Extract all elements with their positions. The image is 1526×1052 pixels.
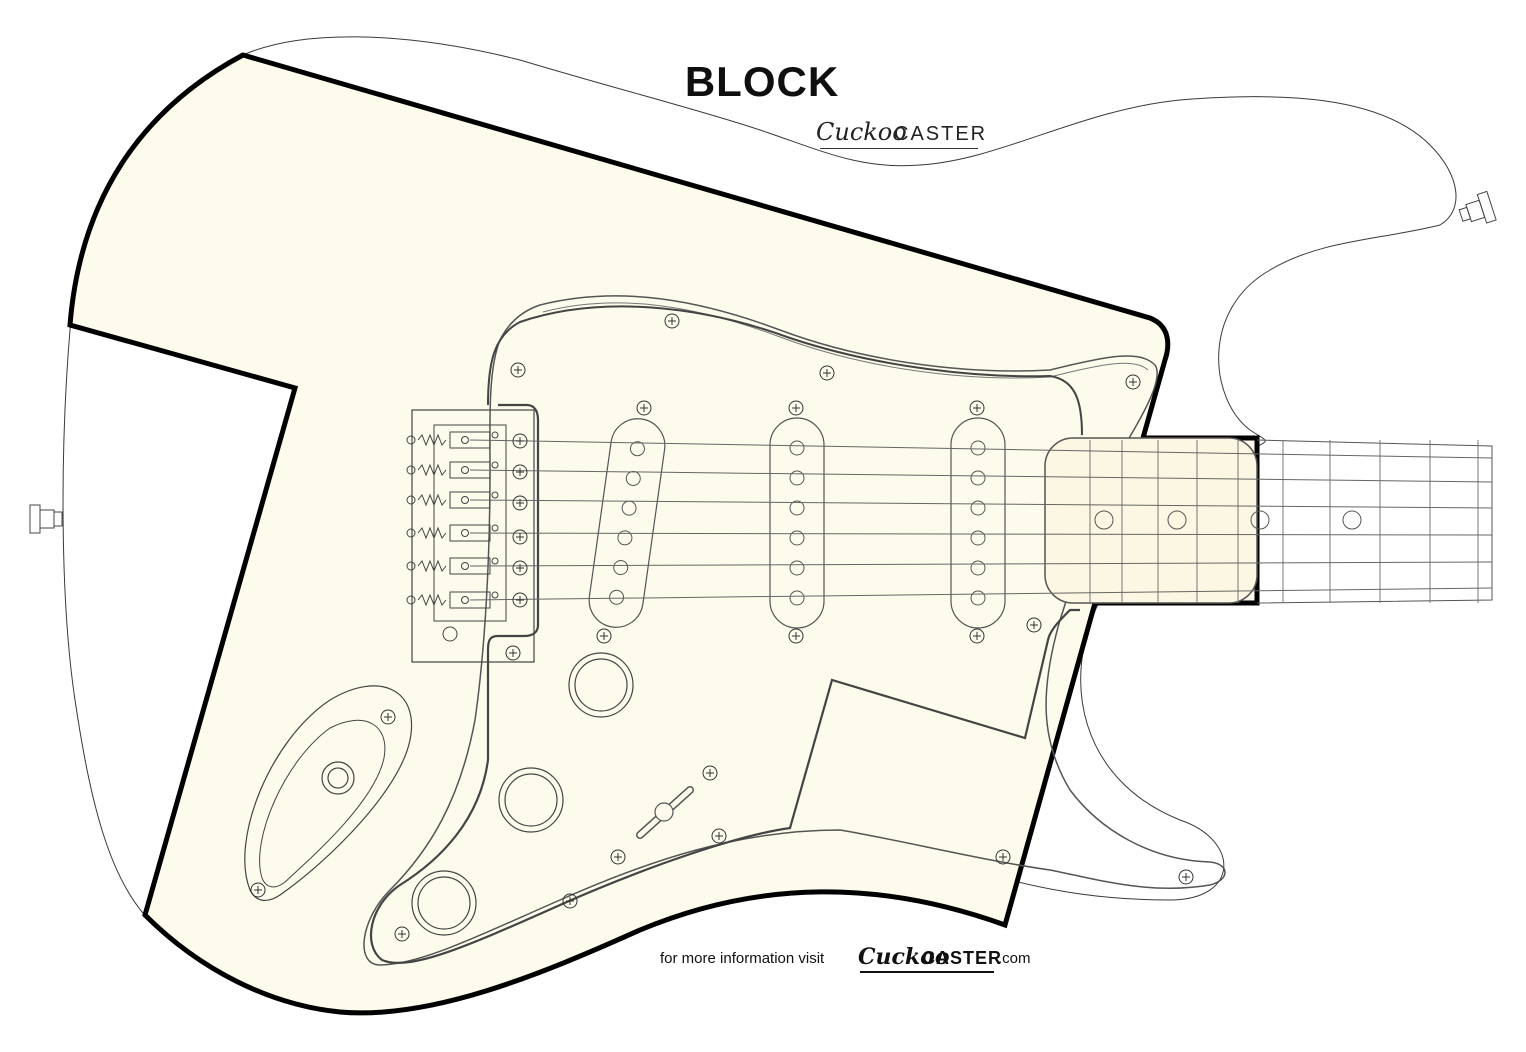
screws xyxy=(250,313,1194,942)
screw-icon xyxy=(788,628,804,644)
screw-icon xyxy=(512,433,528,449)
footer-suffix: .com xyxy=(998,950,1031,967)
strap-button-icon xyxy=(29,504,63,534)
pickguard-edge-cut xyxy=(369,403,1080,964)
screw-icon xyxy=(1125,374,1141,390)
brand-caps: CASTER xyxy=(894,123,988,145)
neck-heel xyxy=(1044,437,1258,604)
fret-dots xyxy=(1094,510,1362,530)
string xyxy=(469,561,1493,567)
screw-icon xyxy=(995,849,1011,865)
screw-icon xyxy=(505,645,521,661)
footer: for more information visit Cuckoo CASTER… xyxy=(660,944,1060,974)
screw-icon xyxy=(512,464,528,480)
screw-icon xyxy=(664,313,680,329)
screw-icon xyxy=(380,709,396,725)
brand-underline xyxy=(820,148,978,149)
screw-icon xyxy=(702,765,718,781)
screw-icon xyxy=(636,400,652,416)
screw-icon xyxy=(596,628,612,644)
screw-icon xyxy=(512,592,528,608)
screw-icon xyxy=(819,365,835,381)
footer-logo-underline xyxy=(860,971,994,973)
footer-logo-caps[interactable]: CASTER xyxy=(922,948,1003,968)
pickguard xyxy=(363,295,1226,966)
brand-logo: Cuckoo CASTER xyxy=(816,118,986,152)
fret-dot xyxy=(1094,510,1114,530)
string xyxy=(469,499,1493,509)
string xyxy=(469,587,1493,601)
pickguard-inner-line xyxy=(542,302,1149,379)
screw-icon xyxy=(510,362,526,378)
pickup-icon xyxy=(769,417,825,629)
screw-icon xyxy=(969,400,985,416)
strings xyxy=(469,439,1493,601)
frets xyxy=(1089,440,1479,603)
knob-icon xyxy=(411,870,477,936)
brand-script: Cuckoo xyxy=(816,118,907,146)
screw-icon xyxy=(512,560,528,576)
string xyxy=(469,439,1493,459)
screw-icon xyxy=(969,628,985,644)
footer-logo-script[interactable]: Cuckoo xyxy=(858,944,950,970)
knob-icon xyxy=(568,652,634,718)
knob-icon xyxy=(498,767,564,833)
strat-body-outline xyxy=(62,36,1457,1009)
screw-icon xyxy=(610,849,626,865)
fret-dot xyxy=(1342,510,1362,530)
selector-switch xyxy=(636,786,694,839)
screw-icon xyxy=(1178,869,1194,885)
screw-icon xyxy=(250,882,266,898)
output-jack-icon xyxy=(244,685,413,902)
pickguard-top-edge xyxy=(487,305,1083,436)
screw-icon xyxy=(1026,617,1042,633)
footer-text: for more information visit xyxy=(660,950,825,967)
fretboard-outline xyxy=(1256,439,1493,604)
screw-icon xyxy=(394,926,410,942)
screw-icon xyxy=(711,828,727,844)
block-body-outline xyxy=(67,52,1260,1016)
pickups xyxy=(588,417,1006,629)
header: BLOCK Cuckoo CASTER xyxy=(0,0,1526,200)
pickup-icon xyxy=(950,417,1006,629)
screw-icon xyxy=(562,893,578,909)
screw-icon xyxy=(788,400,804,416)
screw-icon xyxy=(512,495,528,511)
screw-icon xyxy=(512,529,528,545)
string xyxy=(469,469,1493,483)
fret-dot xyxy=(1167,510,1187,530)
page-title: BLOCK xyxy=(684,58,840,105)
string xyxy=(469,532,1493,536)
fret-dot xyxy=(1250,510,1270,530)
strap-button-icon xyxy=(1458,190,1497,224)
